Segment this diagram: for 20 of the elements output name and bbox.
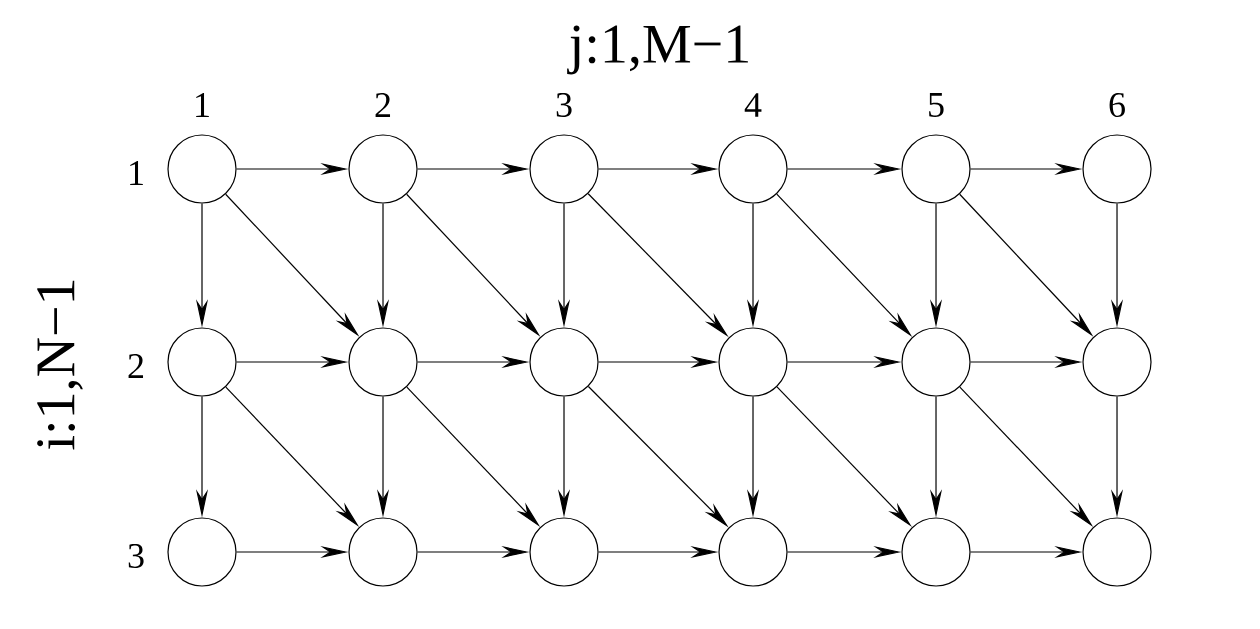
node-circle — [167, 327, 237, 397]
node-circle — [718, 134, 788, 204]
node-circle — [718, 517, 788, 587]
axis-label: j:1,M−1 — [567, 25, 748, 75]
node-circle — [901, 327, 971, 397]
node-circle — [901, 134, 971, 204]
node-circle — [348, 517, 418, 587]
node-circle — [529, 517, 599, 587]
node-circle — [167, 517, 237, 587]
node-circle — [348, 134, 418, 204]
node-circle — [1082, 134, 1152, 204]
node-circle — [529, 134, 599, 204]
node-circle — [901, 517, 971, 587]
node-circle — [167, 134, 237, 204]
node-circle — [718, 327, 788, 397]
node-circle — [1082, 327, 1152, 397]
node-circle — [529, 327, 599, 397]
node-circle — [348, 327, 418, 397]
node-circle — [1082, 517, 1152, 587]
axis-label: i:1,N−1 — [37, 280, 83, 450]
